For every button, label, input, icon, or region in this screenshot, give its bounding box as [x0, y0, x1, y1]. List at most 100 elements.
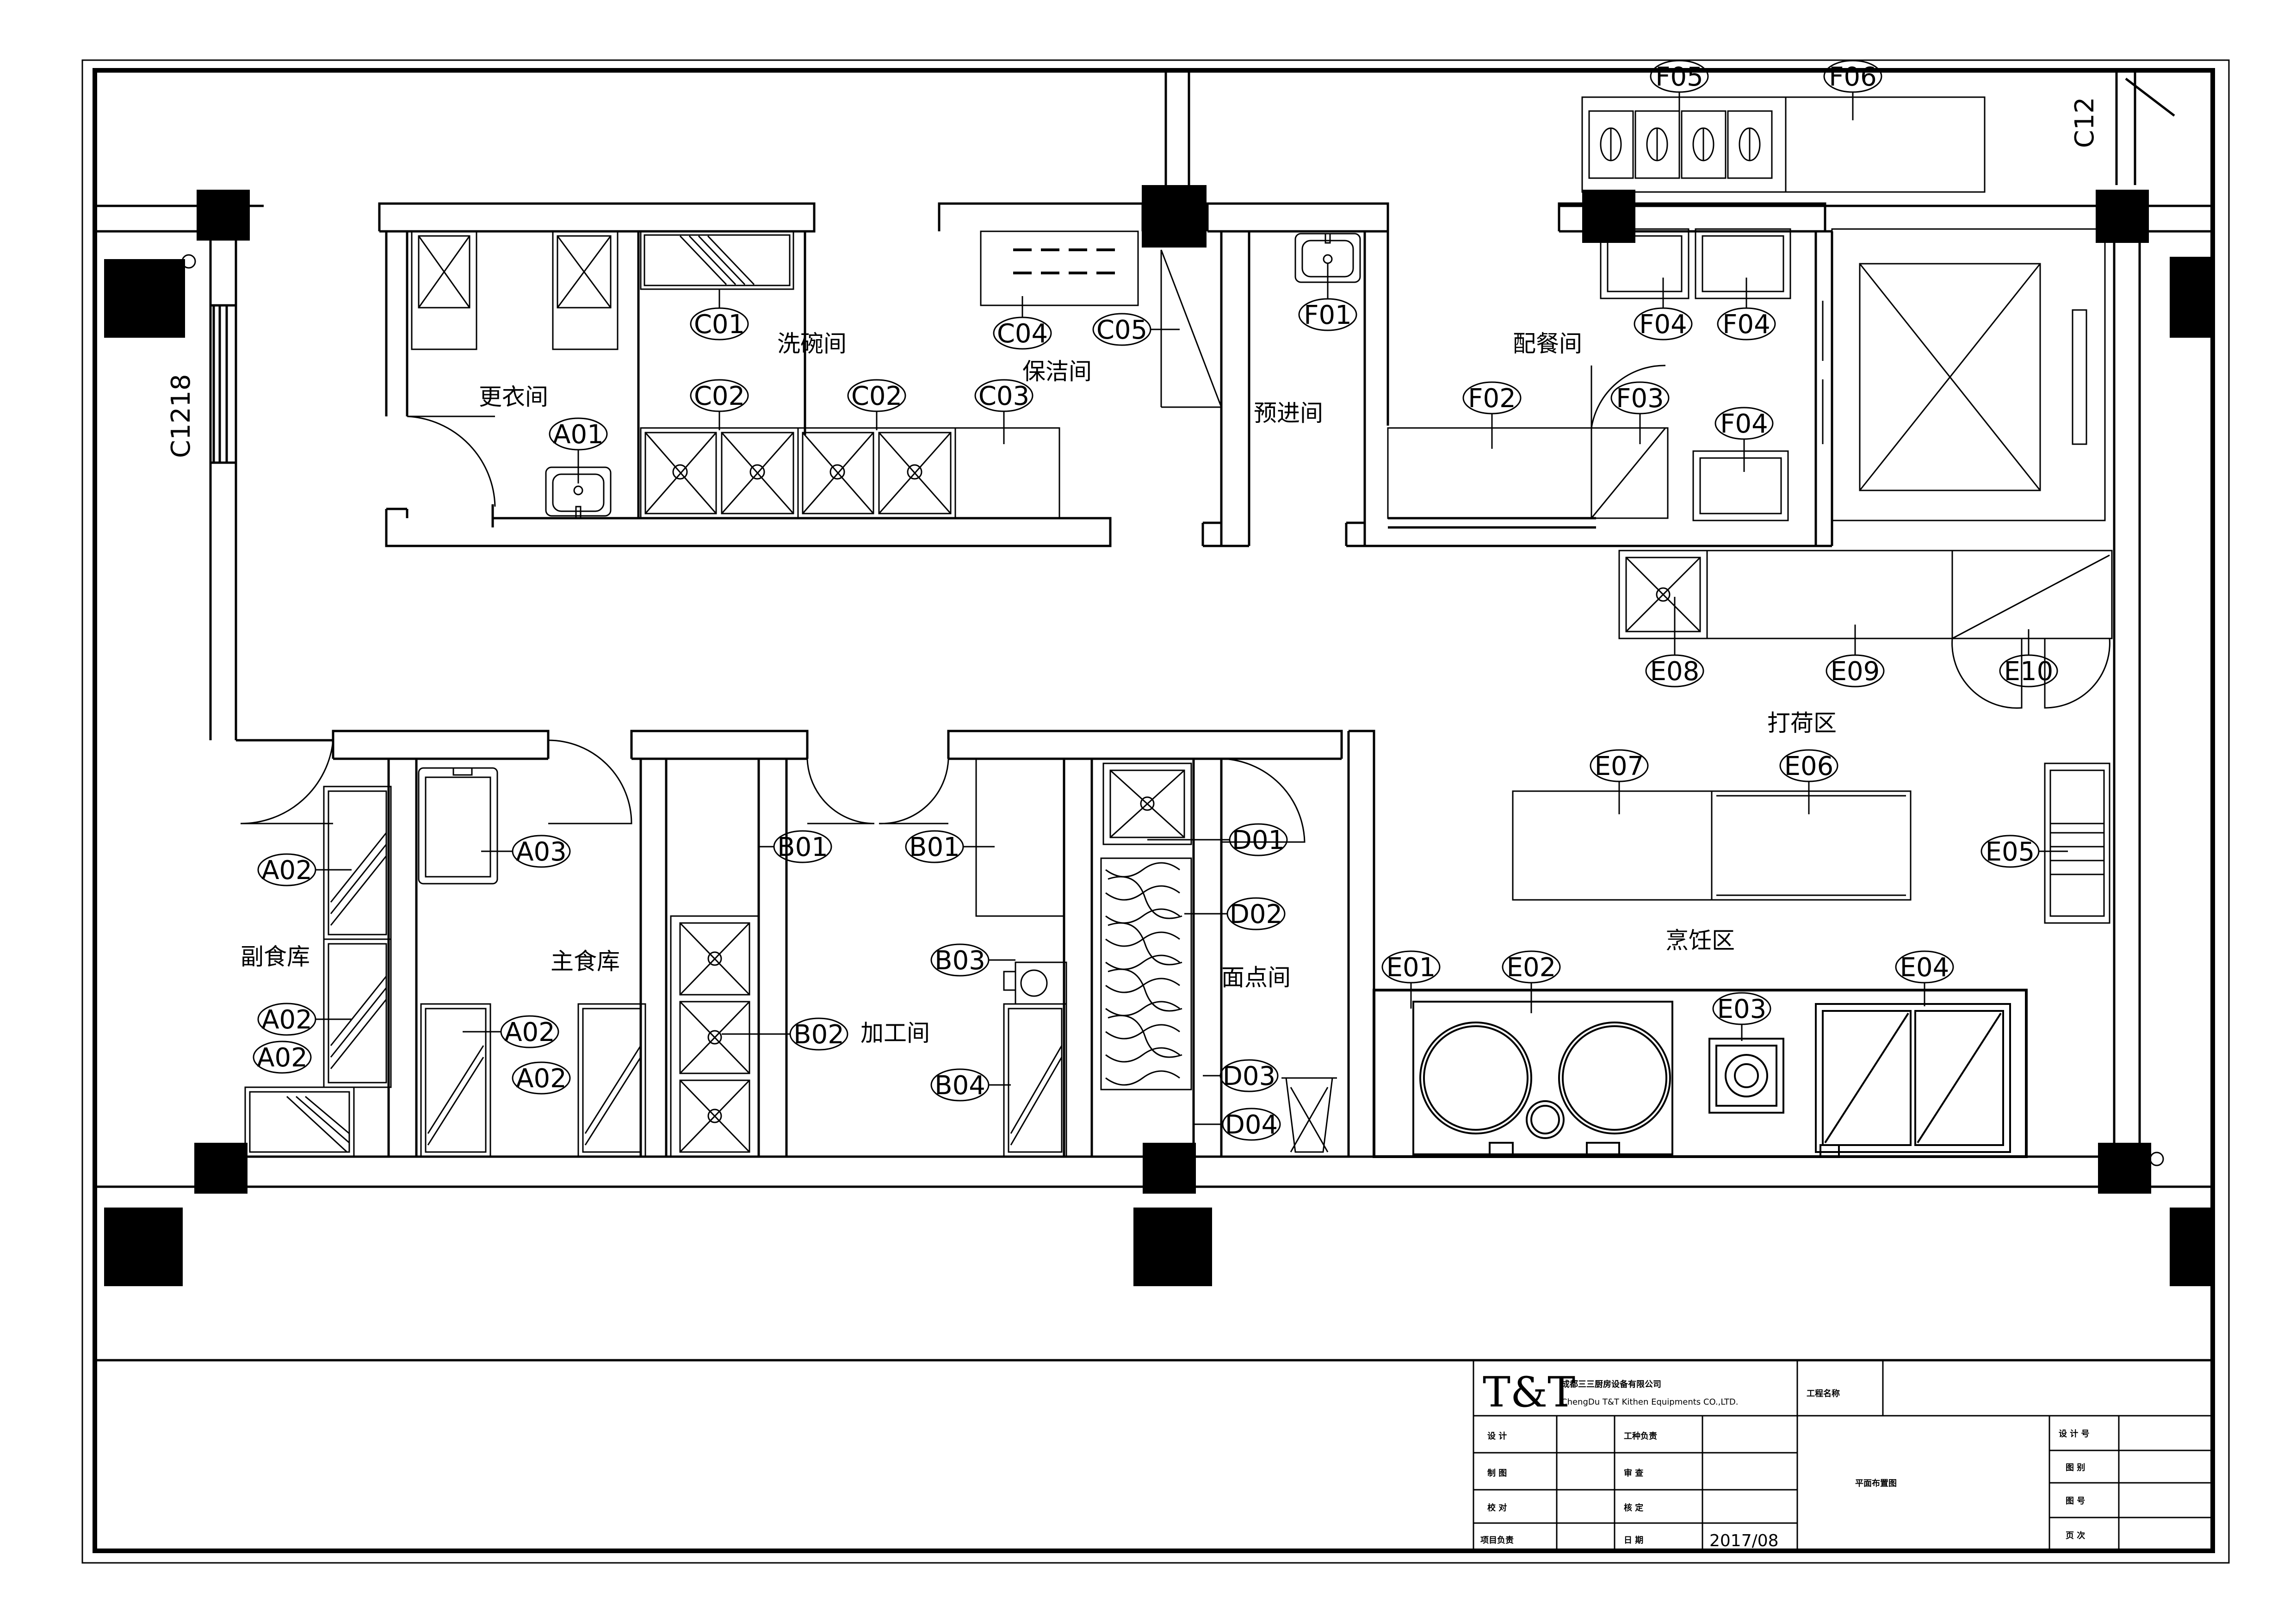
pre-entry-walls: [1201, 202, 1389, 547]
svg-text:D02: D02: [1230, 899, 1282, 929]
equipment-tag: B04: [930, 1068, 990, 1102]
tb-left-label-checking: 校 对: [1487, 1503, 1507, 1513]
svg-text:A03: A03: [516, 837, 567, 867]
equipment-tag: C02: [690, 379, 749, 412]
equipment-tag: A02: [512, 1061, 571, 1095]
room-label-pre-entry: 预进间: [1254, 400, 1323, 427]
locker-cabinets: [411, 230, 619, 350]
room-label-cleaning: 保洁间: [1022, 358, 1092, 385]
svg-text:E02: E02: [1507, 953, 1556, 983]
locker-room-door: [407, 415, 496, 507]
svg-text:E04: E04: [1900, 953, 1949, 983]
f05-range-unit: [1581, 96, 1986, 193]
equipment-tag: C02: [847, 379, 906, 412]
equipment-tag: F05: [1650, 60, 1709, 93]
svg-text:E06: E06: [1784, 751, 1834, 781]
equipment-tag: F01: [1298, 298, 1357, 331]
sheet-inner-border: [93, 68, 2215, 1553]
equipment-tag: D04: [1222, 1108, 1281, 1141]
equipment-tag: C01: [690, 307, 749, 341]
tb-left-label-project-lead: 项目负责: [1480, 1535, 1514, 1545]
equipment-tag: C05: [1092, 313, 1151, 346]
tb-left-label-design: 设 计: [1487, 1431, 1507, 1441]
svg-text:F03: F03: [1616, 384, 1664, 414]
drawing-date: 2017/08: [1709, 1531, 1779, 1550]
equipment-tag: E03: [1712, 992, 1771, 1025]
serving-room-walls: [1345, 202, 1833, 547]
equipment-tag: A01: [549, 417, 608, 451]
svg-text:A01: A01: [553, 420, 604, 450]
room-label-main-store: 主食库: [551, 948, 620, 975]
svg-text:A02: A02: [257, 1043, 308, 1073]
tb-mid-label-date: 日 期: [1624, 1536, 1643, 1545]
equipment-tag: A02: [500, 1015, 559, 1048]
sheet-outer-border: [81, 59, 2230, 1564]
tb-mid-label-review: 审 查: [1624, 1468, 1643, 1478]
side-store-shelves: [244, 786, 392, 1158]
room-label-serving: 配餐间: [1513, 330, 1582, 357]
dishwash-fixtures: [640, 230, 1060, 519]
equipment-tag: B02: [789, 1017, 848, 1051]
company-name-cn: 成都三三厨房设备有限公司: [1561, 1379, 1661, 1389]
svg-text:A02: A02: [261, 855, 312, 886]
equipment-tag: A02: [257, 1003, 316, 1036]
equipment-tag: F04: [1714, 407, 1774, 440]
equipment-tag: F03: [1610, 381, 1670, 415]
equipment-tag: E08: [1645, 654, 1704, 688]
main-store-shelves: [418, 767, 646, 1158]
svg-text:C05: C05: [1096, 315, 1147, 345]
plating-area-fixtures: [1512, 550, 2113, 901]
svg-text:A02: A02: [261, 1005, 312, 1035]
svg-text:C04: C04: [997, 319, 1048, 349]
equipment-tag: E09: [1826, 654, 1885, 688]
tb-mid-label-discipline: 工种负责: [1624, 1431, 1657, 1441]
equipment-tag: B01: [773, 830, 832, 863]
cleaning-room-fixtures: [980, 230, 1222, 408]
equipment-tag: F04: [1717, 307, 1776, 341]
svg-text:A02: A02: [516, 1064, 567, 1094]
room-label-dishwash: 洗碗间: [777, 330, 847, 357]
svg-text:F06: F06: [1829, 62, 1876, 92]
tb-right-label-drawing-no: 图 号: [2066, 1496, 2085, 1506]
equipment-tag: C03: [974, 379, 1034, 412]
equipment-tag: A03: [512, 835, 571, 868]
tb-right-label-page: 页 次: [2066, 1530, 2085, 1541]
tb-mid-label-approve: 核 定: [1624, 1503, 1643, 1513]
equipment-tag: A02: [253, 1041, 312, 1074]
svg-text:E10: E10: [2004, 657, 2054, 687]
e05-shelf: [2044, 762, 2110, 924]
svg-text:F01: F01: [1304, 300, 1351, 330]
equipment-tag: F02: [1462, 381, 1522, 415]
equipment-tag: D03: [1219, 1059, 1279, 1092]
room-label-side-store: 副食库: [241, 943, 310, 970]
svg-text:B02: B02: [793, 1020, 844, 1050]
equipment-tag: B03: [930, 943, 990, 977]
equipment-tag: D02: [1226, 897, 1286, 930]
lower-room-walls: [332, 730, 1375, 1157]
room-label-locker: 更衣间: [479, 384, 548, 410]
column-marker-circles: [181, 254, 2164, 1166]
equipment-tag: E04: [1895, 950, 1954, 984]
window-label-right: C12: [2070, 97, 2100, 148]
exterior-wall-left: [209, 241, 333, 742]
tb-right-label-design-no: 设 计 号: [2059, 1429, 2090, 1439]
svg-text:B01: B01: [909, 832, 960, 862]
serving-room-fixtures: [1387, 228, 2106, 521]
room-label-pastry: 面点间: [1221, 964, 1291, 991]
svg-text:D03: D03: [1223, 1061, 1275, 1091]
structural-columns: [104, 185, 2211, 1286]
svg-text:F02: F02: [1468, 384, 1516, 414]
room-label-plating: 打荷区: [1767, 710, 1837, 737]
room-label-cooking: 烹饪区: [1665, 927, 1735, 954]
window-label-left: C1218: [166, 374, 196, 458]
svg-text:C03: C03: [978, 381, 1029, 411]
svg-text:F04: F04: [1722, 310, 1770, 340]
title-block: [1473, 1360, 2213, 1551]
cooking-line: [1373, 989, 2028, 1158]
svg-text:E08: E08: [1650, 657, 1700, 687]
svg-text:E03: E03: [1717, 994, 1767, 1024]
equipment-tag: E10: [1999, 654, 2058, 688]
company-logo: T&T: [1483, 1368, 1575, 1417]
equipment-tag: E05: [1980, 835, 2040, 868]
